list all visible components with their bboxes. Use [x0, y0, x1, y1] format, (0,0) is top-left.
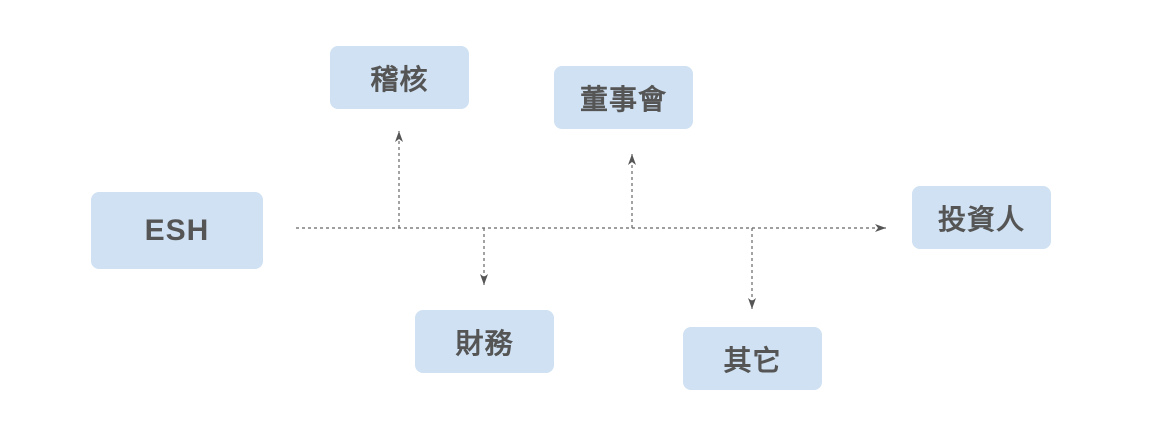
node-board: 董事會 [554, 66, 693, 129]
node-other: 其它 [683, 327, 822, 390]
node-investors-label: 投資人 [937, 202, 1025, 236]
node-finance: 財務 [415, 310, 554, 373]
node-audit-label: 稽核 [370, 62, 429, 96]
node-other-label: 其它 [723, 343, 782, 377]
node-finance-label: 財務 [455, 326, 514, 360]
node-audit: 稽核 [330, 46, 469, 109]
node-investors: 投資人 [912, 186, 1051, 249]
node-board-label: 董事會 [579, 82, 667, 116]
node-source-esh: ESH [91, 192, 263, 269]
node-source-label: ESH [144, 213, 210, 247]
